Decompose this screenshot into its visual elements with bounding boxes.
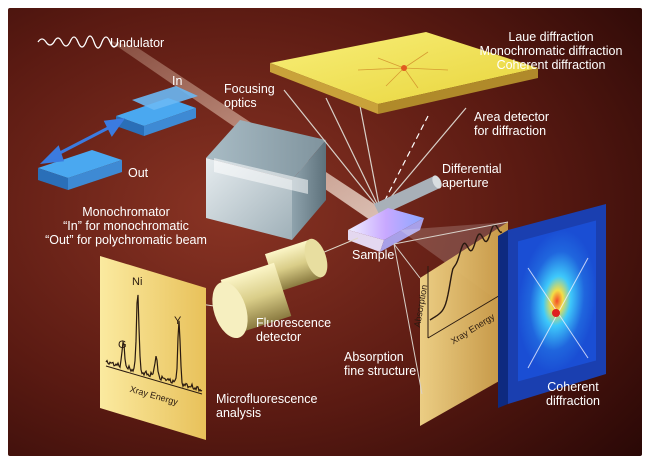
fluorescence-detector-line-1: Fluorescence <box>256 316 332 330</box>
area-detector-plate <box>270 32 538 114</box>
differential-aperture-line-1: Differential <box>442 162 502 176</box>
coherent-line-2: diffraction <box>546 394 600 408</box>
area-detector-label: Area detector for diffraction <box>474 110 549 138</box>
focusing-optics-line-2: optics <box>224 96 257 110</box>
absorption-label: Absorption fine structure <box>344 350 416 378</box>
sample-block <box>348 208 424 252</box>
spectrum-trace <box>105 294 203 393</box>
monochromator-in-crystal <box>116 86 198 136</box>
microfluorescence-line-2: analysis <box>216 406 262 420</box>
diffraction-types-label: Laue diffraction Monochromatic diffracti… <box>464 30 638 72</box>
coherent-detector <box>498 204 606 408</box>
sample-label: Sample <box>352 248 395 262</box>
diffraction-type-laue: Laue diffraction <box>508 30 594 44</box>
differential-aperture <box>374 175 442 216</box>
coherent-line-1: Coherent <box>547 380 599 394</box>
focusing-optics-label: Focusing optics <box>224 82 275 110</box>
beamline-diagram <box>8 8 642 456</box>
coherent-label: Coherent diffraction <box>528 380 618 408</box>
out-label: Out <box>128 166 149 180</box>
differential-aperture-label: Differential aperture <box>442 162 502 190</box>
microfluorescence-panel <box>100 256 206 440</box>
absorption-line-2: fine structure <box>344 364 417 378</box>
area-detector-line-2: for diffraction <box>474 124 547 138</box>
monochromator-label: Monochromator “In” for monochromatic “Ou… <box>34 205 218 247</box>
focusing-optics-line-1: Focusing <box>224 82 275 96</box>
undulator-label: Undulator <box>110 36 165 50</box>
peak-label-ni: Ni <box>132 276 143 288</box>
diffraction-rays <box>283 89 467 211</box>
monochromator-line-2: “In” for monochromatic <box>63 219 189 233</box>
monochromator-line-1: Monochromator <box>82 205 170 219</box>
absorption-trace <box>429 223 503 321</box>
diagram-stage: Undulator In Out Focusing optics Monochr… <box>8 8 642 456</box>
diffraction-type-coherent: Coherent diffraction <box>496 58 606 72</box>
fluorescence-detector-label: Fluorescence detector <box>256 316 331 344</box>
differential-aperture-line-2: aperture <box>442 176 489 190</box>
undulator-icon <box>37 35 119 49</box>
diffraction-type-monochromatic: Monochromatic diffraction <box>479 44 623 58</box>
in-out-arrow <box>39 118 126 164</box>
peak-label-y: Y <box>174 315 182 327</box>
peak-label-g: G <box>118 339 127 351</box>
absorption-line-1: Absorption <box>344 350 404 364</box>
in-label: In <box>172 74 183 88</box>
fluorescence-detector-body <box>212 238 328 339</box>
focusing-optics-box <box>206 120 326 240</box>
monochromator-out-crystal <box>38 150 122 190</box>
microfluorescence-label: Microfluorescence analysis <box>216 392 317 420</box>
microfluorescence-line-1: Microfluorescence <box>216 392 318 406</box>
area-detector-line-1: Area detector <box>474 110 550 124</box>
fluorescence-detector-line-2: detector <box>256 330 302 344</box>
absorption-panel <box>420 222 508 426</box>
monochromator-line-3: “Out” for polychromatic beam <box>45 233 207 247</box>
absorption-leaders <box>393 221 509 395</box>
